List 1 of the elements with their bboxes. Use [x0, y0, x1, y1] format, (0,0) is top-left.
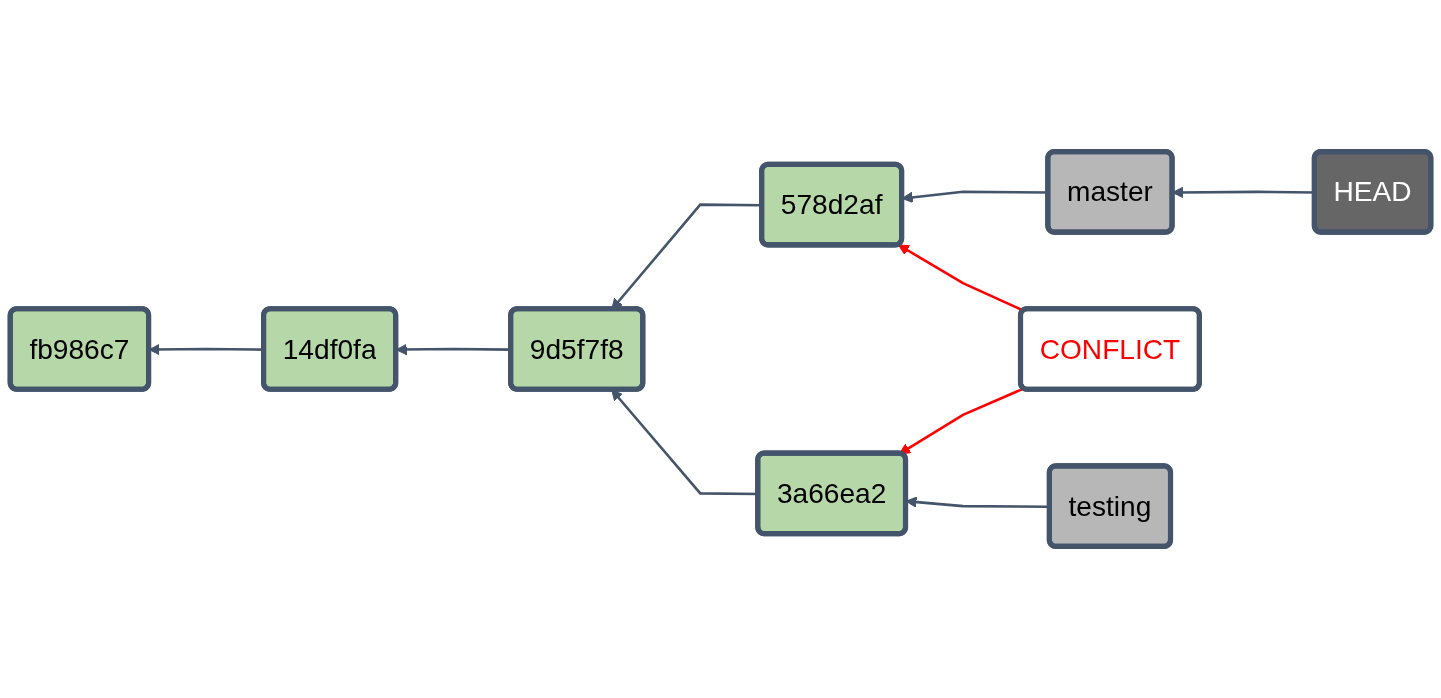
arrow [899, 387, 1025, 455]
